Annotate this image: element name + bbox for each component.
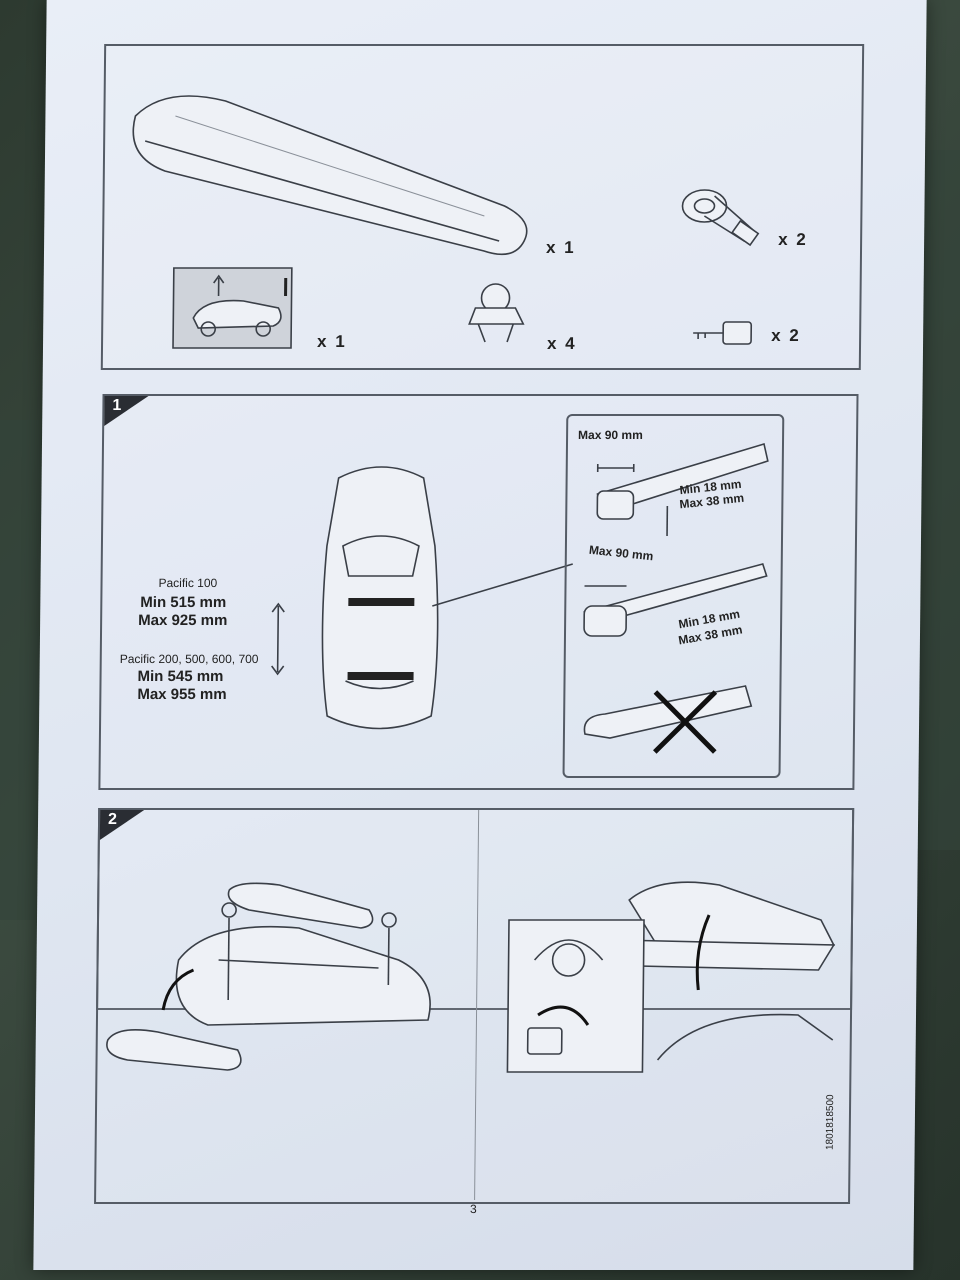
pacific-other-max: Max 955 mm [137,686,227,703]
pacific-other-label: Pacific 200, 500, 600, 700 [119,652,259,666]
key-qty: x 2 [771,326,801,345]
bar1-width: Max 90 mm [578,428,643,442]
pacific100-label: Pacific 100 [158,576,218,590]
doc-code: 1801818500 [824,1094,837,1150]
opening-box-with-key [506,881,836,1073]
contents-panel: x 1 x 2 x 1 x 4 x 2 [100,44,865,370]
instruction-sheet: x 1 x 2 x 1 x 4 x 2 [33,0,927,1270]
step1-panel: 1 Pacific 100 Min 515 mm Max 925 mm Paci… [98,394,859,790]
key-illustration [693,321,753,345]
roof-box-illustration [132,95,528,256]
step2-panel: 2 [94,808,855,1204]
page-number: 3 [469,1202,477,1216]
roof-bar-detail-box: Max 90 mm Min 18 mm Max 38 mm Max 90 mm … [562,414,785,778]
roof-bar-profiles [583,442,769,754]
mounting-clamp-illustration [468,283,525,343]
pacific100-min: Min 515 mm [140,594,227,611]
pacific-other-min: Min 545 mm [137,668,224,685]
warning-sticker-illustration [172,267,293,349]
lifting-box-onto-car [106,882,431,1071]
car-top-view [271,466,573,730]
pacific100-max: Max 925 mm [138,612,228,629]
strap-illustration [681,189,760,247]
